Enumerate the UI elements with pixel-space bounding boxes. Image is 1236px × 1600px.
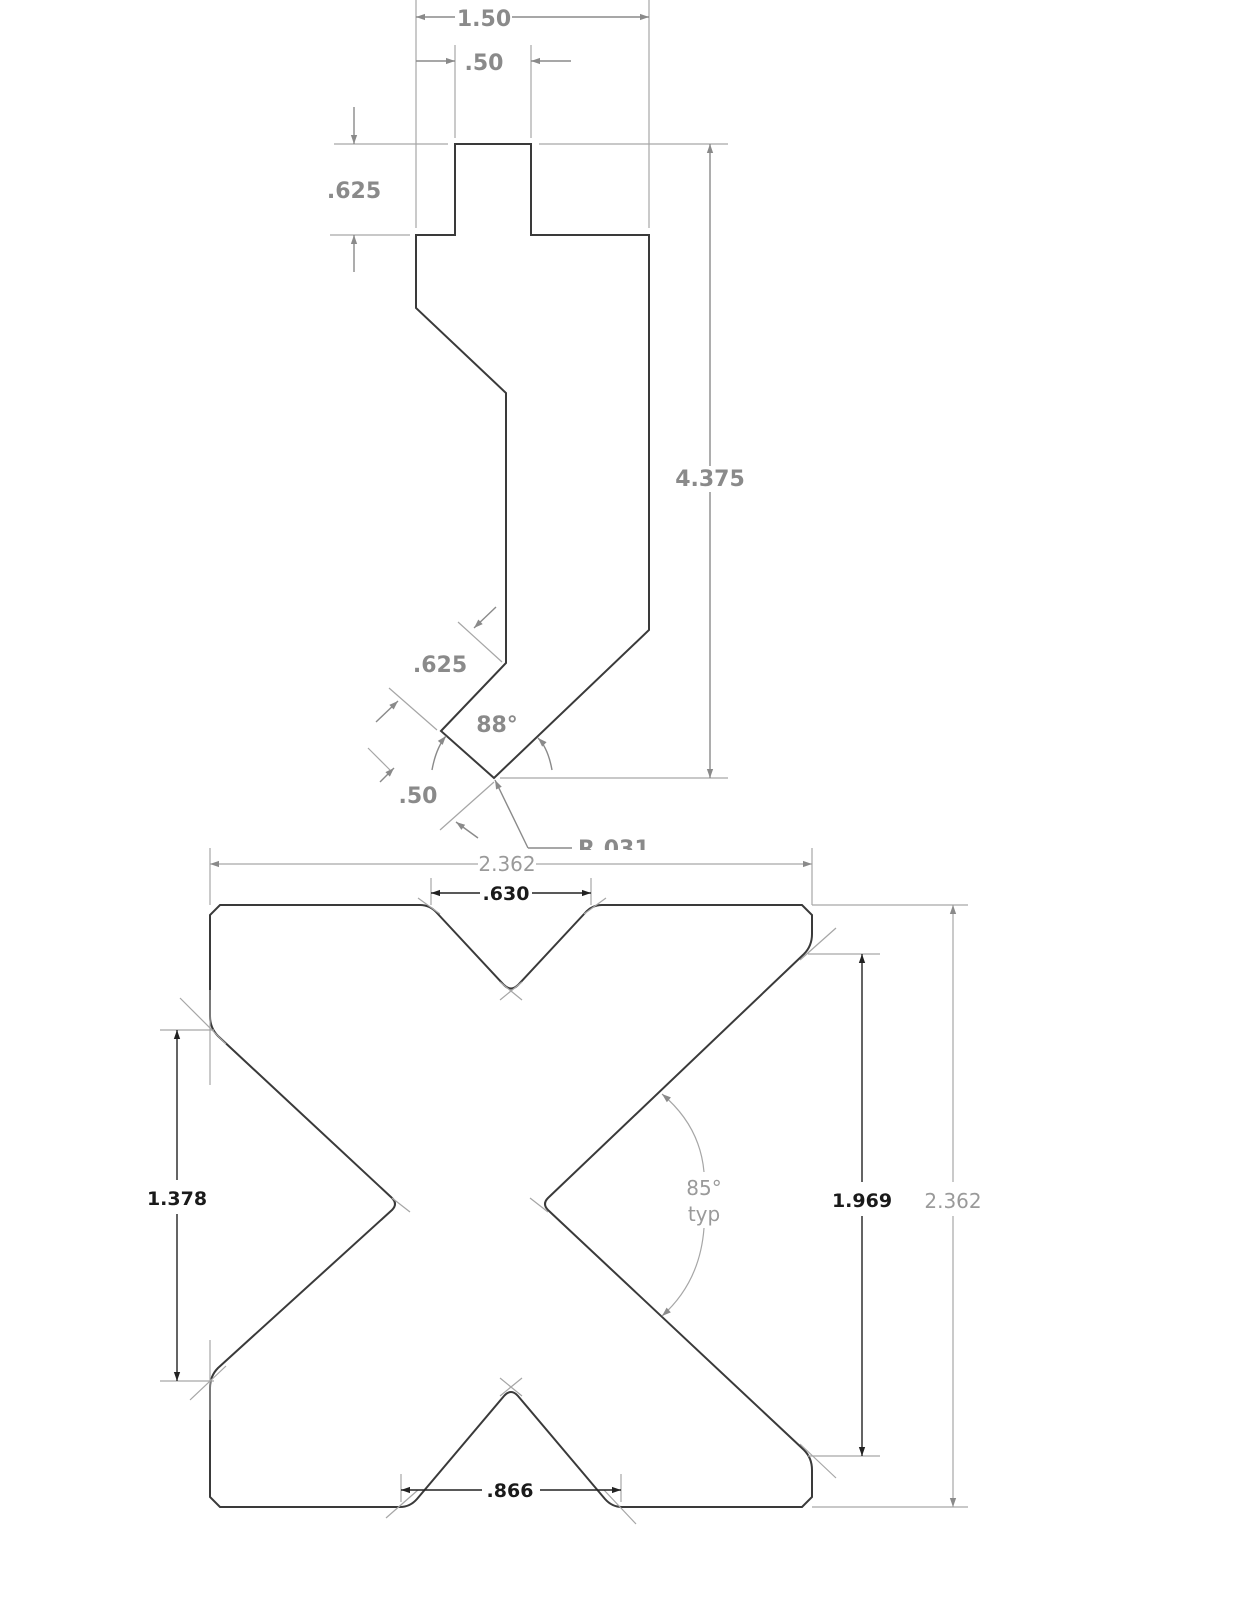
dim-punch-width: 1.50 [457,7,511,32]
dim-die-angle: 85° [686,1176,721,1200]
radius-leader [494,779,529,849]
ext-line [367,747,391,771]
punch-outline [415,143,650,780]
dim-tip-flat: .625 [413,653,467,678]
dim-tang-width: .50 [465,51,504,76]
ext-line [388,687,438,731]
angle-arc [661,1093,705,1173]
angle-arc [661,1227,705,1317]
dim-right-height: 1.969 [832,1190,892,1212]
ext-line [457,621,503,663]
punch-drawing: 1.50 .50 .625 4.375 .625 .50 88° [327,0,745,862]
dim-die-width: 2.362 [478,852,535,876]
ext-line [439,781,495,831]
die-outline [209,904,813,1508]
radius-label-clip-group: R.031 [578,837,650,862]
dim-punch-height: 4.375 [675,467,745,492]
dim-die-height: 2.362 [924,1189,981,1213]
dim-bottom-opening: .866 [487,1480,534,1502]
construction-marks [179,897,837,1525]
dim-left-height: 1.378 [147,1188,207,1210]
die-drawing: 2.362 .630 .866 1.378 1.969 2.362 85° ty… [147,848,982,1525]
dim-line [455,821,479,839]
angle-arc [537,737,553,771]
dim-line [473,606,497,629]
dim-punch-angle: 88° [476,713,518,738]
dim-die-angle-note: typ [688,1202,720,1226]
dim-line [375,700,399,723]
dim-top-opening: .630 [483,883,530,905]
dim-tip-radius: R.031 [578,837,650,862]
dim-tip-width: .50 [399,784,438,809]
dim-tang-height: .625 [327,179,381,204]
angle-arc [431,735,447,771]
dim-line [379,767,395,783]
